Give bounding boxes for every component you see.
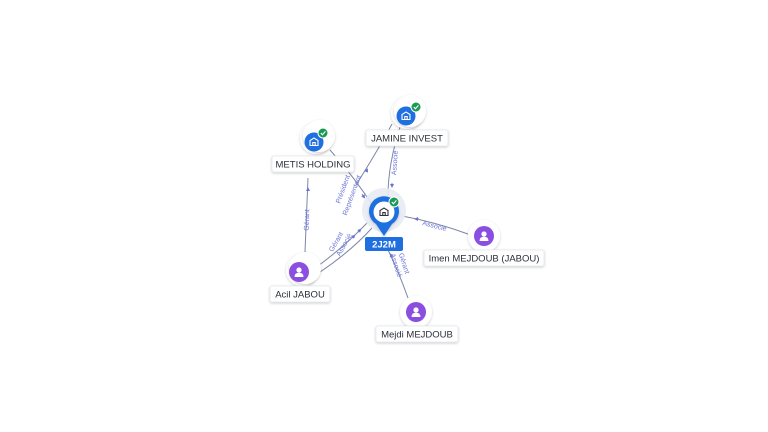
edge-labels: Gérant Président Représentant Associé As…: [304, 150, 448, 278]
edge-arrow: [389, 253, 394, 259]
edge-label-imen-assoc: Associé: [422, 220, 448, 233]
center-label: 2J2M: [372, 240, 396, 251]
verified-badge-icon: [410, 101, 422, 113]
node-center-2j2m[interactable]: 2J2M: [362, 188, 406, 251]
node-metis-holding[interactable]: METIS HOLDING: [271, 120, 355, 173]
edge-jamine-metis[interactable]: [355, 123, 393, 186]
node-imen-mejdoub[interactable]: Imen MEJDOUB (JABOU): [423, 220, 545, 267]
node-label: METIS HOLDING: [276, 160, 351, 171]
edge-arrow: [357, 228, 362, 233]
node-label: Imen MEJDOUB (JABOU): [429, 254, 540, 265]
edge-arrow: [364, 168, 368, 173]
building-icon: [379, 207, 389, 217]
person-icon: [479, 231, 489, 241]
node-label: JAMINE INVEST: [371, 134, 443, 145]
verified-badge-icon: [317, 127, 329, 139]
edge-mejdi-center[interactable]: [387, 249, 409, 299]
edge-label-jamine-assoc: Associé: [391, 150, 400, 175]
center-label-badge: [365, 237, 403, 251]
building-icon: [401, 111, 411, 121]
edge-arrow: [351, 234, 356, 239]
edge-arrow: [361, 193, 366, 199]
edge-acil-center-2[interactable]: [319, 227, 373, 273]
node-acil-jabou[interactable]: Acil JABOU: [269, 252, 331, 303]
verified-badge-icon: [388, 196, 400, 208]
edge-imen-center[interactable]: [401, 215, 469, 235]
node-jamine-invest[interactable]: JAMINE INVEST: [365, 95, 449, 147]
building-icon: [309, 137, 319, 147]
person-icon: [411, 307, 421, 317]
node-mejdi-mejdoub[interactable]: Mejdi MEJDOUB: [375, 296, 459, 343]
edge-acil-center-1[interactable]: [317, 221, 369, 267]
edge-label-acil-metis: Gérant: [304, 209, 312, 231]
node-label: Mejdi MEJDOUB: [381, 330, 453, 341]
person-icon: [294, 267, 304, 277]
node-label: Acil JABOU: [275, 290, 325, 301]
